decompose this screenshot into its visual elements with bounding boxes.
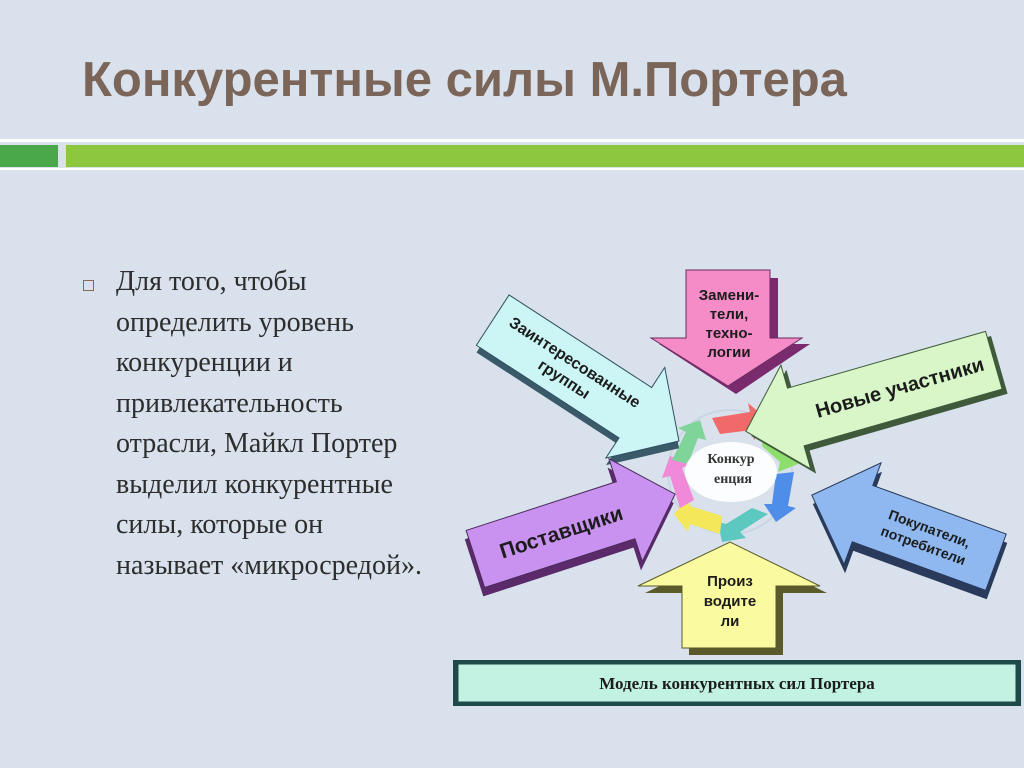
substitutes-text-1: Замени- bbox=[699, 287, 759, 304]
cycle-arrow-teal bbox=[718, 508, 768, 542]
slide-title: Конкурентные силы М.Портера bbox=[82, 53, 847, 107]
center-label-line1: Конкур bbox=[707, 452, 754, 467]
producers-text-3: ли bbox=[721, 613, 740, 630]
title-accent-bar-long bbox=[66, 145, 1024, 167]
cycle-arrow-yellow bbox=[674, 498, 722, 534]
producers-text-2: водите bbox=[704, 593, 756, 610]
porter-five-forces-diagram: Конкур енция Замени- тели, техно- логии … bbox=[450, 260, 1024, 710]
diagram-canvas: Конкур енция Замени- тели, техно- логии … bbox=[453, 269, 1021, 706]
cycle-arrow-lightgreen bbox=[672, 420, 706, 464]
arrow-suppliers: Поставщики bbox=[464, 457, 676, 597]
title-accent-bar-short bbox=[0, 145, 58, 167]
body-paragraph: Для того, чтобы определить уровень конку… bbox=[116, 266, 422, 581]
substitutes-text-4: логии bbox=[707, 344, 750, 361]
cycle-arrow-pink bbox=[662, 456, 694, 508]
arrow-producers: Произ водите ли bbox=[637, 541, 827, 655]
competition-cycle: Конкур енция bbox=[662, 403, 798, 542]
producers-text-1: Произ bbox=[707, 573, 753, 590]
cycle-arrow-blue bbox=[764, 472, 796, 522]
arrow-substitutes: Замени- тели, техно- логии bbox=[649, 269, 810, 394]
substitutes-text-3: техно- bbox=[705, 325, 752, 342]
center-label-line2: енция bbox=[714, 472, 752, 487]
substitutes-text-2: тели, bbox=[710, 306, 749, 323]
title-divider-bottom bbox=[0, 168, 1024, 170]
caption-text: Модель конкурентных сил Портера bbox=[599, 674, 875, 693]
caption-box: Модель конкурентных сил Портера bbox=[453, 660, 1021, 706]
arrow-new-entrants: Новые участники bbox=[745, 330, 1008, 474]
square-bullet-icon bbox=[83, 280, 94, 291]
title-divider-top bbox=[0, 139, 1024, 142]
arrow-buyers: Покупатели, потребители bbox=[811, 461, 1008, 600]
